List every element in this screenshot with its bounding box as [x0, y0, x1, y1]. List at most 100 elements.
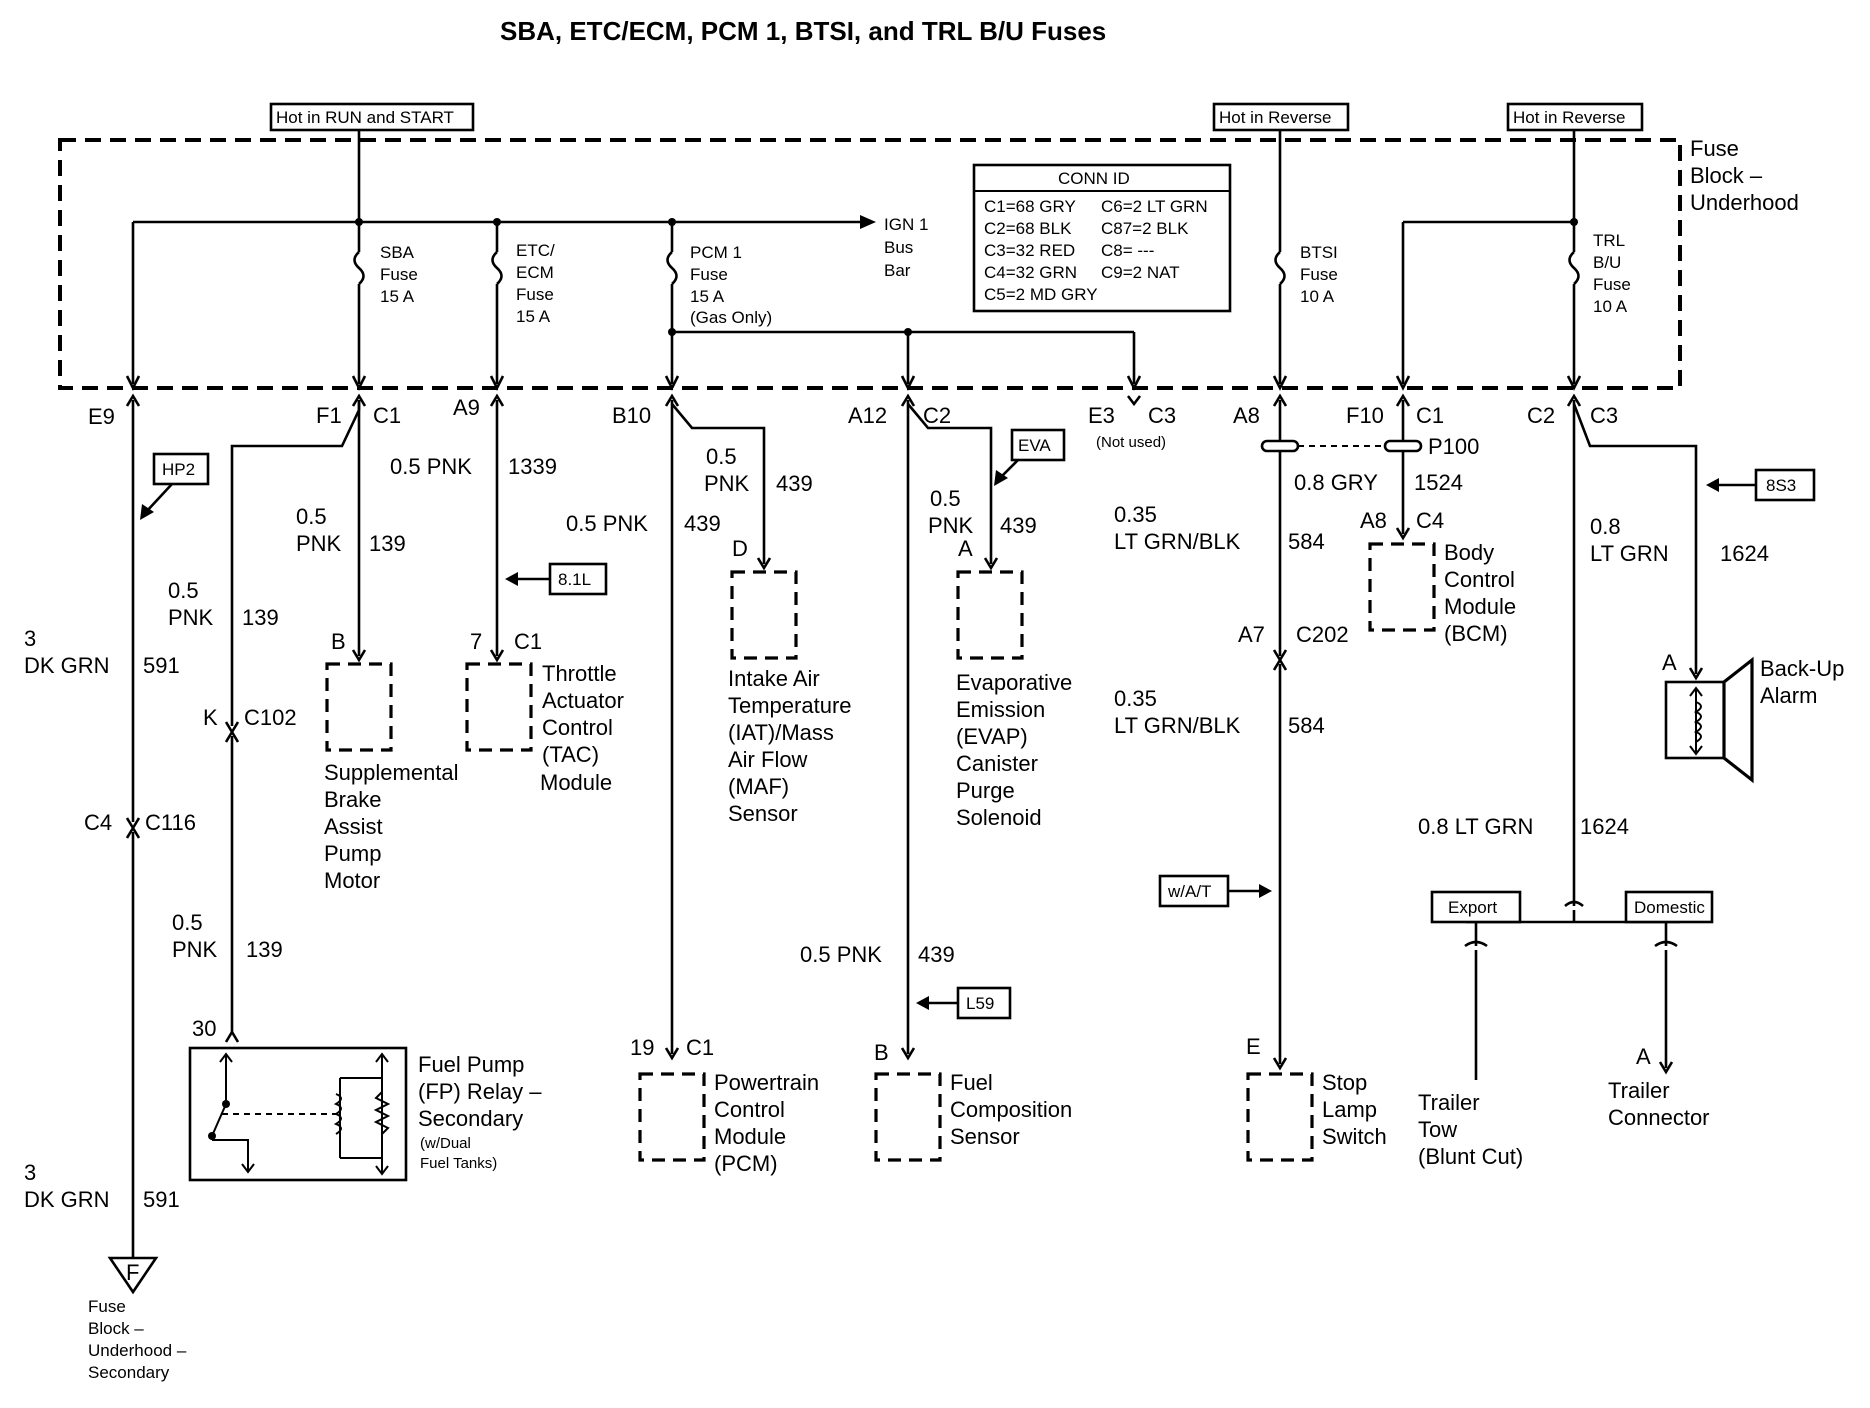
tac-module: Throttle Actuator Control (TAC) Module	[465, 661, 624, 795]
ign1-bus-bar-label: IGN 1 Bus Bar	[884, 215, 928, 280]
svg-text:1524: 1524	[1414, 470, 1463, 495]
pcm1-fuse-label: PCM 1 Fuse 15 A (Gas Only)	[690, 243, 772, 327]
svg-text:591: 591	[143, 1187, 180, 1212]
svg-text:C1: C1	[686, 1035, 714, 1060]
svg-text:SBA: SBA	[380, 243, 415, 262]
svg-text:Control: Control	[542, 715, 613, 740]
circuit-591: F 3 DK GRN 591 C4 C116 3 DK GRN 591	[24, 393, 196, 1295]
svg-text:F1: F1	[316, 403, 342, 428]
svg-text:1624: 1624	[1720, 541, 1769, 566]
svg-text:Brake: Brake	[324, 787, 381, 812]
svg-text:3: 3	[24, 626, 36, 651]
svg-text:10 A: 10 A	[1300, 287, 1335, 306]
svg-text:LT GRN: LT GRN	[1590, 541, 1669, 566]
svg-text:0.5: 0.5	[930, 486, 961, 511]
svg-text:Throttle: Throttle	[542, 661, 617, 686]
conn-id-table: CONN ID C1=68 GRY C2=68 BLK C3=32 RED C4…	[972, 163, 1232, 313]
svg-text:Fuel Pump: Fuel Pump	[418, 1052, 524, 1077]
fuel-composition-sensor: Fuel Composition Sensor	[874, 1070, 1072, 1162]
svg-text:Alarm: Alarm	[1760, 683, 1817, 708]
hot-reverse-label-trl: Hot in Reverse	[1506, 102, 1644, 132]
svg-text:10 A: 10 A	[1593, 297, 1628, 316]
svg-text:Actuator: Actuator	[542, 688, 624, 713]
svg-text:LT GRN/BLK: LT GRN/BLK	[1114, 529, 1241, 554]
svg-text:Fuse: Fuse	[1690, 136, 1739, 161]
svg-text:0.5: 0.5	[168, 578, 199, 603]
svg-text:Composition: Composition	[950, 1097, 1072, 1122]
svg-text:A8: A8	[1360, 508, 1387, 533]
svg-text:1339: 1339	[508, 454, 557, 479]
svg-text:IGN 1: IGN 1	[884, 215, 928, 234]
svg-text:0.5: 0.5	[296, 504, 327, 529]
svg-text:Block –: Block –	[88, 1319, 144, 1338]
fuel-pump-relay: Fuel Pump (FP) Relay – Secondary (w/Dual…	[188, 1046, 542, 1182]
svg-text:Hot in Reverse: Hot in Reverse	[1219, 108, 1331, 127]
svg-text:C5=2 MD GRY: C5=2 MD GRY	[984, 285, 1098, 304]
svg-text:139: 139	[242, 605, 279, 630]
svg-text:Body: Body	[1444, 540, 1494, 565]
svg-text:(Blunt Cut): (Blunt Cut)	[1418, 1144, 1523, 1169]
domestic-tag: Domestic	[1624, 890, 1714, 924]
svg-text:Export: Export	[1448, 898, 1497, 917]
export-tag: Export	[1430, 890, 1522, 924]
svg-text:Solenoid: Solenoid	[956, 805, 1042, 830]
svg-text:C3: C3	[1148, 403, 1176, 428]
svg-text:Module: Module	[540, 770, 612, 795]
svg-text:PNK: PNK	[704, 471, 750, 496]
e3-connector-mark	[1126, 395, 1142, 407]
svg-text:Domestic: Domestic	[1634, 898, 1705, 917]
svg-text:Canister: Canister	[956, 751, 1038, 776]
svg-text:TRL: TRL	[1593, 231, 1625, 250]
svg-text:Emission: Emission	[956, 697, 1045, 722]
svg-text:(FP) Relay –: (FP) Relay –	[418, 1079, 542, 1104]
svg-text:C2: C2	[923, 403, 951, 428]
iat-maf-sensor: Intake Air Temperature (IAT)/Mass Air Fl…	[728, 570, 852, 826]
svg-text:A: A	[958, 536, 973, 561]
svg-text:E9: E9	[88, 404, 115, 429]
svg-text:E3: E3	[1088, 403, 1115, 428]
svg-text:439: 439	[1000, 513, 1037, 538]
svg-text:0.5 PNK: 0.5 PNK	[800, 942, 882, 967]
svg-text:C1: C1	[373, 403, 401, 428]
svg-text:Hot in RUN and START: Hot in RUN and START	[276, 108, 454, 127]
svg-text:BTSI: BTSI	[1300, 243, 1338, 262]
stop-lamp-switch: Stop Lamp Switch	[1246, 1070, 1387, 1162]
svg-text:ECM: ECM	[516, 263, 554, 282]
svg-text:Trailer: Trailer	[1608, 1078, 1670, 1103]
svg-text:0.8: 0.8	[1590, 514, 1621, 539]
reverse-feed-wires	[1272, 130, 1582, 391]
svg-text:Secondary: Secondary	[418, 1106, 523, 1131]
svg-text:Underhood: Underhood	[1690, 190, 1799, 215]
svg-text:Fuse: Fuse	[1593, 275, 1631, 294]
ign-feed-wires	[125, 130, 1142, 391]
svg-text:C4: C4	[1416, 508, 1444, 533]
svg-text:CONN ID: CONN ID	[1058, 169, 1130, 188]
svg-text:L59: L59	[966, 994, 994, 1013]
circuit-139-sba: 0.5 PNK 139 B	[296, 400, 406, 663]
pcm-module: Powertrain Control Module (PCM)	[638, 1070, 819, 1176]
svg-text:1624: 1624	[1580, 814, 1629, 839]
svg-text:591: 591	[143, 653, 180, 678]
svg-text:w/A/T: w/A/T	[1167, 882, 1211, 901]
svg-text:(IAT)/Mass: (IAT)/Mass	[728, 720, 834, 745]
svg-text:Bus: Bus	[884, 238, 913, 257]
svg-text:Assist: Assist	[324, 814, 383, 839]
svg-text:PNK: PNK	[296, 531, 342, 556]
svg-text:0.35: 0.35	[1114, 502, 1157, 527]
fuse-block-secondary-label: Fuse Block – Underhood – Secondary	[88, 1297, 187, 1382]
svg-text:A8: A8	[1233, 403, 1260, 428]
svg-text:(MAF): (MAF)	[728, 774, 789, 799]
fuse-block-connector-labels: E9 F1 C1 A9 B10 A12 C2 E3 C3 (Not used) …	[88, 395, 1618, 451]
circuit-139-relay: 0.5 PNK 139 K C102 0.5 PNK 139 30	[168, 393, 367, 1043]
svg-text:C2=68 BLK: C2=68 BLK	[984, 219, 1072, 238]
svg-text:Bar: Bar	[884, 261, 911, 280]
svg-text:EVA: EVA	[1018, 436, 1051, 455]
svg-text:F10: F10	[1346, 403, 1384, 428]
svg-text:0.35: 0.35	[1114, 686, 1157, 711]
svg-text:C87=2 BLK: C87=2 BLK	[1101, 219, 1189, 238]
svg-text:C3=32 RED: C3=32 RED	[984, 241, 1075, 260]
circuit-1339: 0.5 PNK 1339 7 C1	[390, 393, 557, 663]
svg-text:Module: Module	[1444, 594, 1516, 619]
bcm-module: Body Control Module (BCM)	[1368, 540, 1516, 646]
svg-text:A9: A9	[453, 395, 480, 420]
